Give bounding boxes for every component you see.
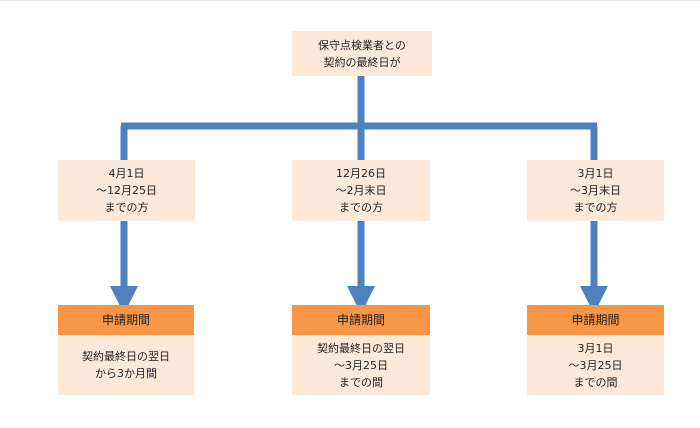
- detail-right-line-3: までの間: [573, 375, 618, 389]
- detail-center-line-3: までの間: [339, 375, 383, 389]
- detail-left-line-1: 契約最終日の翌日: [82, 350, 170, 363]
- period-right-line-3: までの方: [573, 201, 618, 214]
- detail-box-right: 3月1日 ～3月25日 までの間: [527, 335, 664, 395]
- period-center-line-1: 12月26日: [336, 167, 386, 180]
- period-center-line-2: ～2月末日: [335, 184, 387, 197]
- detail-center-line-2: ～3月25日: [334, 358, 388, 372]
- detail-right-line-2: ～3月25日: [568, 358, 623, 372]
- period-left-line-3: までの方: [104, 201, 149, 214]
- root-line-2: 契約の最終日が: [323, 55, 401, 69]
- period-left-line-1: 4月1日: [108, 167, 145, 180]
- detail-box-left: 契約最終日の翌日 から3か月間: [58, 335, 194, 395]
- header-box-center: 申請期間: [292, 305, 430, 335]
- root-line-1: 保守点検業者との: [318, 38, 406, 52]
- period-center-line-3: までの方: [339, 201, 383, 214]
- detail-left-line-2: から3か月間: [95, 367, 157, 380]
- period-box-left: 4月1日 ～12月25日 までの方: [58, 160, 195, 221]
- header-box-left: 申請期間: [58, 305, 194, 335]
- header-box-right: 申請期間: [527, 305, 664, 335]
- detail-right-line-1: 3月1日: [577, 341, 614, 355]
- detail-center-line-1: 契約最終日の翌日: [317, 341, 405, 355]
- period-left-line-2: ～12月25日: [96, 184, 157, 197]
- root-box: 保守点検業者との 契約の最終日が: [292, 31, 432, 76]
- period-right-line-1: 3月1日: [577, 167, 614, 180]
- period-box-center: 12月26日 ～2月末日 までの方: [292, 160, 430, 221]
- period-box-right: 3月1日 ～3月末日 までの方: [527, 160, 664, 221]
- period-right-line-2: ～3月末日: [570, 184, 621, 197]
- top-divider: [0, 0, 700, 1]
- detail-box-center: 契約最終日の翌日 ～3月25日 までの間: [292, 335, 430, 395]
